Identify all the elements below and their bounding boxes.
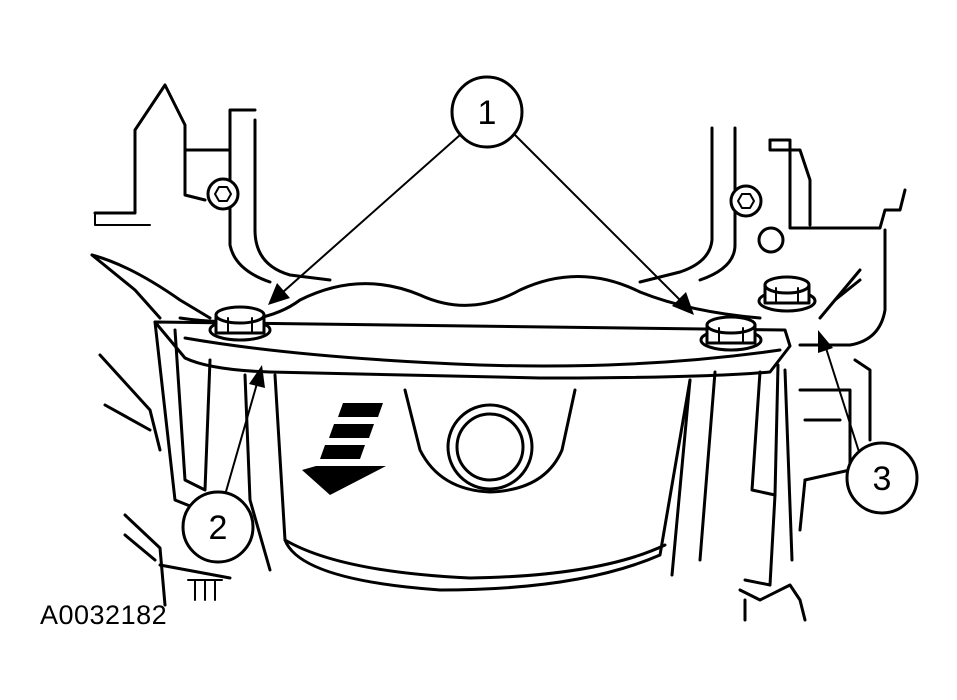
block-sealing-surface [178, 275, 762, 323]
engine-block-right [638, 126, 907, 347]
hex-bolt-head-left [206, 177, 240, 211]
callout-2-label: 2 [209, 509, 228, 547]
crossmember-left [98, 353, 232, 607]
pan-bolt-outer-right [757, 275, 817, 313]
callout-3: 3 [845, 441, 919, 515]
pan-bolt-right [699, 315, 763, 352]
callout-1: 1 [450, 75, 524, 149]
removal-direction-arrow [302, 403, 386, 495]
hex-bolt-head-right [729, 184, 763, 218]
callout-1-label: 1 [478, 94, 497, 132]
bracket-right [738, 358, 872, 622]
dowel-hole [757, 226, 785, 254]
leader-lines [224, 134, 861, 496]
figure-id: A0032182 [40, 600, 168, 630]
pickup-opening [446, 403, 534, 491]
pan-bolt-left [208, 305, 272, 342]
callout-2: 2 [181, 490, 255, 564]
callout-3-label: 3 [873, 460, 892, 498]
engine-block-left [90, 83, 332, 320]
